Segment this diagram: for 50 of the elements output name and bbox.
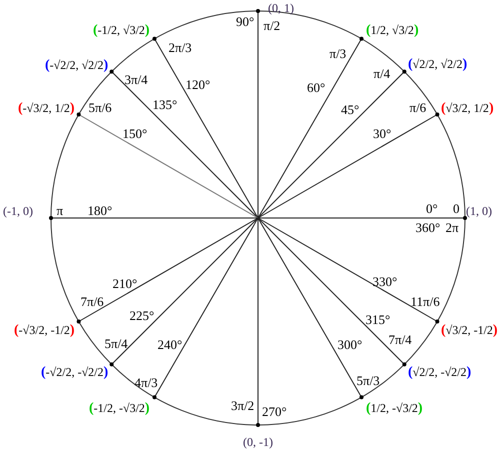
degree-label: 0° (426, 202, 438, 216)
degree-label: 225° (130, 309, 154, 323)
coordinate-label: (0, 1) (268, 1, 294, 15)
coordinate-label: (√2/2, √2/2) (408, 56, 468, 72)
coordinate-label: (-1/2, -√3/2) (89, 400, 150, 416)
coordinate-label: (1/2, √3/2) (366, 22, 419, 38)
radian-label: 11π/6 (410, 295, 440, 309)
radian-label: 4π/3 (134, 376, 158, 390)
degree-label: 30° (373, 127, 392, 141)
radian-label: π/6 (410, 101, 426, 115)
radian-label: π/2 (264, 19, 280, 33)
degree-label: 270° (262, 405, 287, 419)
degree-label: 45° (341, 103, 360, 117)
degree-label: 60° (307, 81, 326, 95)
coordinate-label: (-√3/2, -1/2) (14, 322, 75, 338)
radian-label: 5π/3 (356, 374, 380, 388)
radian-label: 7π/4 (388, 333, 412, 347)
coordinate-label: (1/2, -√3/2) (366, 400, 423, 416)
coordinate-label: (1, 0) (466, 204, 492, 218)
radian-label: 7π/6 (80, 295, 104, 309)
degree-label: 300° (338, 338, 362, 352)
coordinate-label: (-√2/2, -√2/2) (41, 364, 108, 380)
radian-label: 5π/4 (104, 337, 128, 351)
degree-label: 150° (122, 127, 148, 141)
radian-label: 3π/4 (124, 73, 148, 87)
degree-label: 210° (112, 277, 138, 291)
degree-label: 90° (236, 15, 254, 29)
degree-label: 360° (416, 221, 440, 235)
coordinate-label: (-1/2, √3/2) (93, 22, 150, 38)
coordinate-label: (-1, 0) (3, 204, 33, 218)
coordinate-label: (-√2/2, √2/2) (45, 58, 108, 72)
degree-label: 120° (186, 78, 210, 92)
degree-label: 135° (152, 98, 178, 112)
radian-label: 5π/6 (88, 101, 112, 115)
degree-label: 330° (372, 275, 398, 289)
degree-label: 240° (158, 338, 182, 352)
radian-label: π/4 (374, 67, 390, 81)
radian-label: 2π (446, 221, 459, 235)
coordinate-label: (-√3/2, 1/2) (18, 100, 75, 116)
radian-label: 2π/3 (168, 41, 192, 55)
coordinate-label: (√3/2, -1/2) (441, 322, 498, 338)
degree-label: 180° (88, 204, 112, 218)
coordinate-label: (√2/2, -√2/2) (408, 364, 472, 380)
radian-label: 3π/2 (231, 399, 254, 413)
radian-label: 0 (453, 202, 460, 216)
radian-label: π/3 (330, 47, 346, 61)
radian-label: π (56, 204, 64, 218)
coordinate-label: (√3/2, 1/2) (441, 100, 494, 116)
degree-label: 315° (366, 313, 390, 327)
coordinate-label: (0, -1) (243, 435, 273, 449)
